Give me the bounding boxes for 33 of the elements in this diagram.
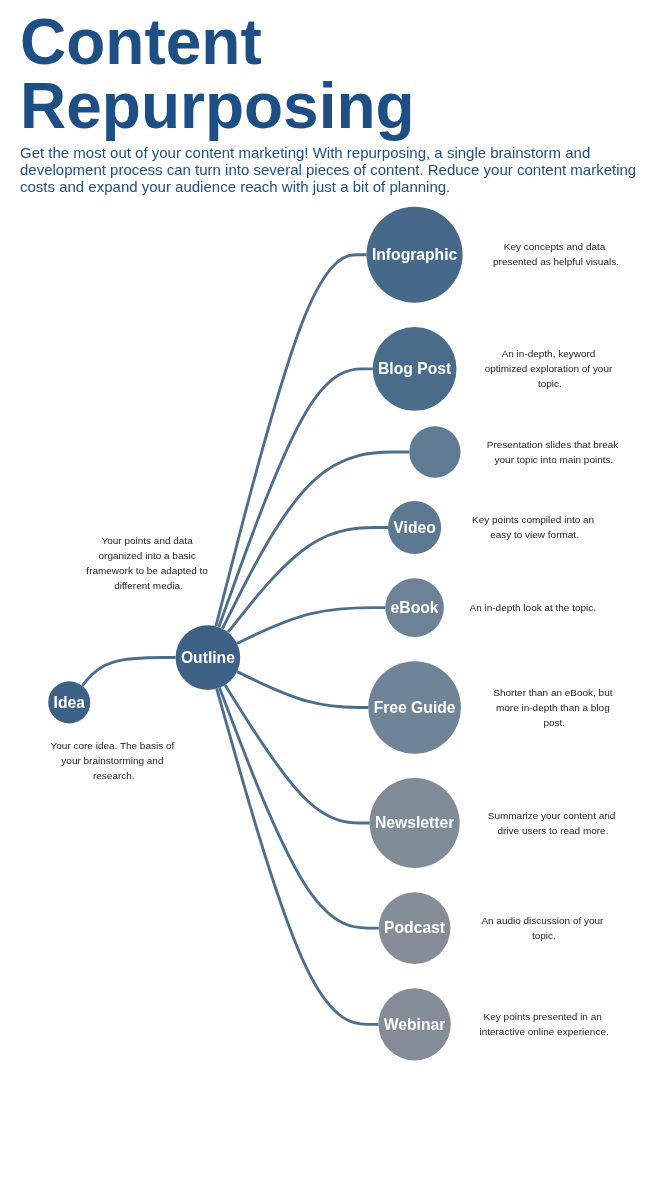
topic-circle	[409, 426, 461, 478]
connector-line	[227, 526, 389, 634]
topic-circle: Newsletter	[369, 778, 460, 868]
description-text: Key concepts and data presented as helpful visuals.	[493, 241, 620, 268]
topic-circle: Infographic	[366, 206, 463, 303]
description-text: Summarize your content and drive users to read more.	[487, 809, 616, 836]
description-text: An in-depth, keyword optimized exploration of your topic.	[484, 347, 613, 390]
description-text: Your points and data organized into a basic framework to be adapted to different media.	[86, 534, 208, 591]
topic-circle: Outline	[175, 625, 241, 690]
description-text: Your core idea. The basis of your brainstorming and research.	[50, 739, 175, 782]
connector-line	[81, 656, 176, 687]
description-text: Key points compiled into an easy to view format.	[472, 514, 595, 541]
connector-line	[236, 606, 386, 645]
topic-circle: Video	[388, 500, 442, 555]
connector-line	[223, 684, 370, 825]
topic-circle: Blog Post	[372, 327, 457, 411]
description-text: An in-depth look at the topic.	[469, 601, 597, 613]
connector-line	[221, 450, 410, 630]
intro-text: Get the most out of your content marketing! With repurposing, a single brainstorm and development process can turn into several pieces of content. Reduce your content marketing costs and expand your audience reach with just a bit of planning.	[20, 144, 638, 195]
connector-line	[217, 367, 373, 628]
topic-circle: Idea	[48, 681, 91, 724]
connector-line	[214, 253, 367, 627]
topic-circle: Webinar	[378, 988, 451, 1061]
topic-circle: eBook	[385, 578, 444, 637]
description-text: Presentation slides that break your topic into main points.	[486, 438, 619, 465]
description-text: Key points presented in an interactive online experience.	[479, 1010, 609, 1038]
connector-line	[236, 670, 369, 709]
connector-line	[215, 688, 379, 1026]
description-text: Shorter than an eBook, but more in-depth than a blog post.	[493, 686, 613, 728]
description-text: An audio discussion of your topic.	[481, 914, 604, 941]
connector-line	[218, 687, 379, 930]
topic-circle: Free Guide	[368, 661, 461, 754]
topic-circle: Podcast	[378, 892, 451, 964]
